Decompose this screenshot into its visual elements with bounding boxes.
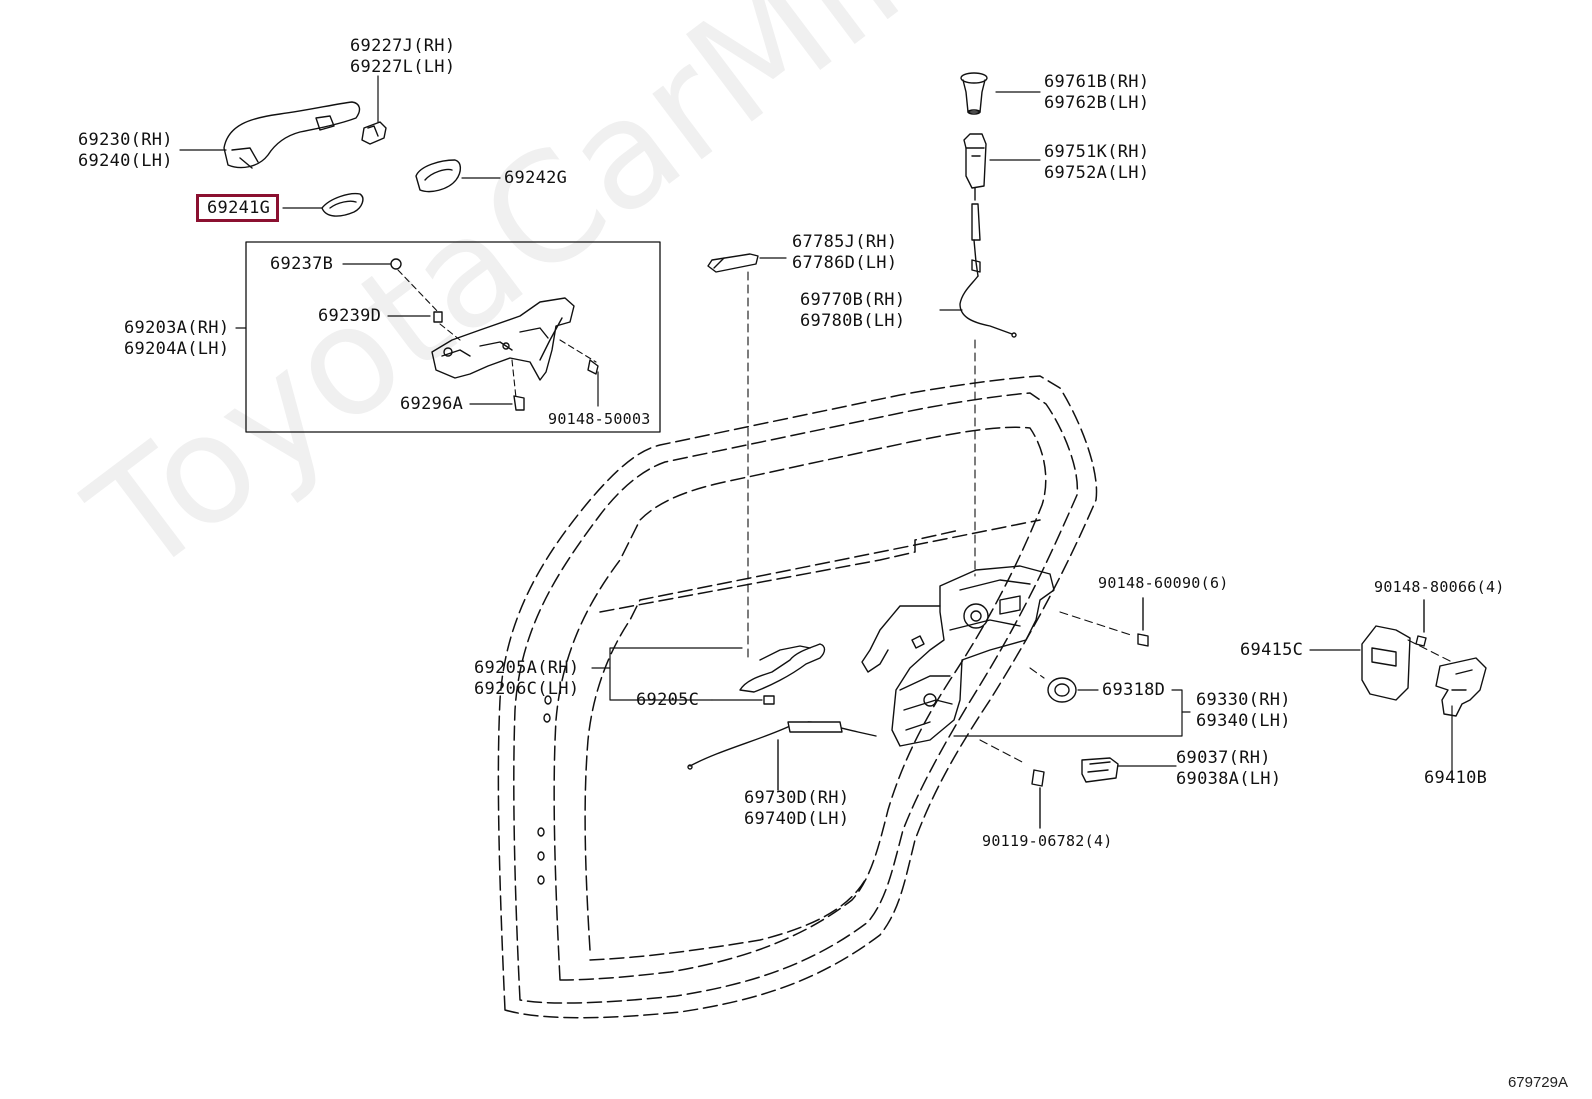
label-69206c-lh: 69206C(LH) <box>474 679 580 699</box>
leaders-mid-left <box>591 647 763 701</box>
label-69751: 69751K(RH)69752A(LH) <box>1044 142 1149 184</box>
pad-69241g-drawing <box>321 192 364 217</box>
label-69762b-lh: 69762B(LH) <box>1044 93 1150 113</box>
lock-assembly-drawing <box>861 565 1055 747</box>
label-69296a: 69296A <box>400 394 464 414</box>
label-69410b: 69410B <box>1424 768 1488 788</box>
pad-69242g-drawing <box>415 159 462 193</box>
label-69037: 69037(RH)69038A(LH) <box>1176 748 1281 790</box>
label-69330: 69330(RH)69340(LH) <box>1196 690 1291 732</box>
label-69037-rh: 69037(RH) <box>1176 748 1271 768</box>
label-69340-lh: 69340(LH) <box>1196 711 1291 731</box>
washer-69318d-drawing <box>1047 677 1077 703</box>
label-69204a-lh: 69204A(LH) <box>124 339 230 359</box>
figure-code: 679729A <box>1507 1074 1568 1091</box>
label-69227-lh: 69227L(LH) <box>350 57 456 77</box>
leaders-top-right <box>759 91 1041 311</box>
label-69038a-lh: 69038A(LH) <box>1176 769 1282 789</box>
label-69761b-rh: 69761B(RH) <box>1044 72 1150 92</box>
inside-handle-drawing <box>739 643 826 705</box>
cylinder-cap-drawing <box>960 72 988 115</box>
label-69230-rh: 69230(RH) <box>78 130 173 150</box>
striker-cover-69415c-drawing <box>1361 625 1411 701</box>
inset-dashed <box>397 269 597 399</box>
inset-leaders <box>235 263 599 407</box>
label-69242g: 69242G <box>504 168 568 188</box>
label-69241g-highlighted[interactable]: 69241G <box>196 194 280 222</box>
label-90148-50003: 90148-50003 <box>548 410 651 428</box>
outside-handle-drawing <box>223 101 361 169</box>
bolts-drawing <box>1031 597 1427 829</box>
label-69240-lh: 69240(LH) <box>78 151 173 171</box>
label-69730d-rh: 69730D(RH) <box>744 788 850 808</box>
label-69227: 69227J(RH)69227L(LH) <box>350 36 455 78</box>
label-69770b-rh: 69770B(RH) <box>800 290 906 310</box>
label-69230: 69230(RH)69240(LH) <box>78 130 173 172</box>
label-69751k-rh: 69751K(RH) <box>1044 142 1150 162</box>
label-90148-60090: 90148-60090(6) <box>1098 574 1229 592</box>
label-69740d-lh: 69740D(LH) <box>744 809 850 829</box>
label-69415c: 69415C <box>1240 640 1304 660</box>
label-69205: 69205A(RH)69206C(LH) <box>474 658 579 700</box>
dashed-guides <box>747 271 1453 765</box>
cable-69730-drawing <box>687 721 877 791</box>
label-69780b-lh: 69780B(LH) <box>800 311 906 331</box>
door-holes <box>537 695 552 885</box>
rod-67785-drawing <box>707 253 759 273</box>
cable-69770-drawing <box>959 275 1017 338</box>
door-outline <box>497 375 1098 1019</box>
label-67785: 67785J(RH)67786D(LH) <box>792 232 897 274</box>
label-69761: 69761B(RH)69762B(LH) <box>1044 72 1149 114</box>
label-90119-06782: 90119-06782(4) <box>982 832 1113 850</box>
cylinder-body-drawing <box>963 133 987 277</box>
label-69227-rh: 69227J(RH) <box>350 36 456 56</box>
label-69203a-rh: 69203A(RH) <box>124 318 230 338</box>
leaders-right <box>953 649 1453 775</box>
label-69730: 69730D(RH)69740D(LH) <box>744 788 849 830</box>
label-69205a-rh: 69205A(RH) <box>474 658 580 678</box>
label-67786d-lh: 67786D(LH) <box>792 253 898 273</box>
label-69330-rh: 69330(RH) <box>1196 690 1291 710</box>
label-90148-80066: 90148-80066(4) <box>1374 578 1505 596</box>
label-67785j-rh: 67785J(RH) <box>792 232 898 252</box>
inset-box <box>245 241 661 433</box>
label-69205c: 69205C <box>636 690 700 710</box>
latch-69037-drawing <box>1081 757 1119 783</box>
leaders-top-left <box>179 75 501 209</box>
frame-part-drawing <box>390 258 599 411</box>
striker-69410b-drawing <box>1435 657 1487 717</box>
label-69239d: 69239D <box>318 306 382 326</box>
label-69770: 69770B(RH)69780B(LH) <box>800 290 905 332</box>
cap-part-drawing <box>361 121 387 145</box>
label-69752a-lh: 69752A(LH) <box>1044 163 1150 183</box>
label-69237b: 69237B <box>270 254 334 274</box>
label-69318d: 69318D <box>1102 680 1166 700</box>
label-69203: 69203A(RH)69204A(LH) <box>124 318 229 360</box>
